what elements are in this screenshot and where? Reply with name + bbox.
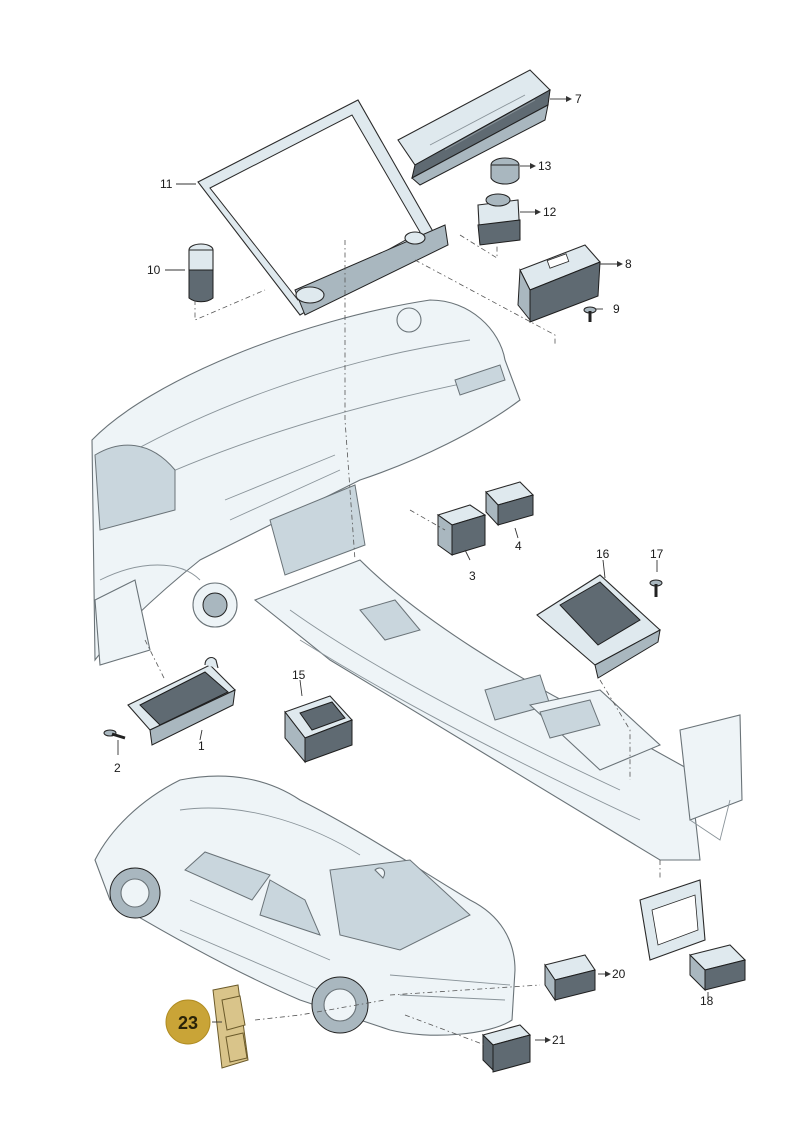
callout-15: 15 xyxy=(292,668,306,682)
callout-17: 17 xyxy=(650,547,664,561)
car-illustration xyxy=(94,775,516,1036)
callout-8: 8 xyxy=(625,257,632,271)
callout-21: 21 xyxy=(552,1033,566,1047)
callout-labels: 7 13 11 12 8 10 9 4 16 17 3 15 1 2 20 18… xyxy=(114,92,714,1047)
part-7-climate-panel xyxy=(397,69,551,186)
leader-lines xyxy=(117,96,709,1043)
part-21-switch xyxy=(481,1024,532,1073)
callout-12: 12 xyxy=(543,205,557,219)
part-rear-vent-trim xyxy=(639,879,706,961)
callout-16: 16 xyxy=(596,547,610,561)
callout-9: 9 xyxy=(613,302,620,316)
callout-20: 20 xyxy=(612,967,626,981)
callout-10: 10 xyxy=(147,263,161,277)
callout-2: 2 xyxy=(114,761,121,775)
part-2-screw xyxy=(103,729,126,740)
projection-lines xyxy=(144,234,661,1046)
callout-3: 3 xyxy=(469,569,476,583)
part-8-switch-module xyxy=(517,244,601,323)
badge-23-label: 23 xyxy=(178,1013,198,1033)
callout-11: 11 xyxy=(160,177,173,191)
part-4-switch xyxy=(484,481,535,527)
callout-7: 7 xyxy=(575,92,582,106)
part-20-switch xyxy=(544,954,596,1002)
callout-13: 13 xyxy=(538,159,552,173)
part-3-switch xyxy=(436,504,487,556)
part-11-display-frame xyxy=(197,99,449,316)
part-12-rotary-control xyxy=(477,193,521,246)
dashboard-assembly xyxy=(91,299,521,666)
part-15-switch-unit xyxy=(284,695,353,764)
highlight-badge-23[interactable]: 23 xyxy=(165,999,222,1045)
center-console xyxy=(253,559,743,861)
part-16-seat-control xyxy=(536,574,661,679)
callout-18: 18 xyxy=(700,994,714,1008)
callout-4: 4 xyxy=(515,539,522,553)
part-1-switch-panel xyxy=(127,656,236,746)
part-9-screw xyxy=(583,306,597,322)
part-23-door-switch xyxy=(212,984,249,1069)
part-10-start-button xyxy=(188,243,214,303)
part-17-screw xyxy=(649,579,663,597)
part-18-switch xyxy=(688,944,747,992)
callout-1: 1 xyxy=(198,739,205,753)
part-13-knob-cap xyxy=(490,157,520,185)
